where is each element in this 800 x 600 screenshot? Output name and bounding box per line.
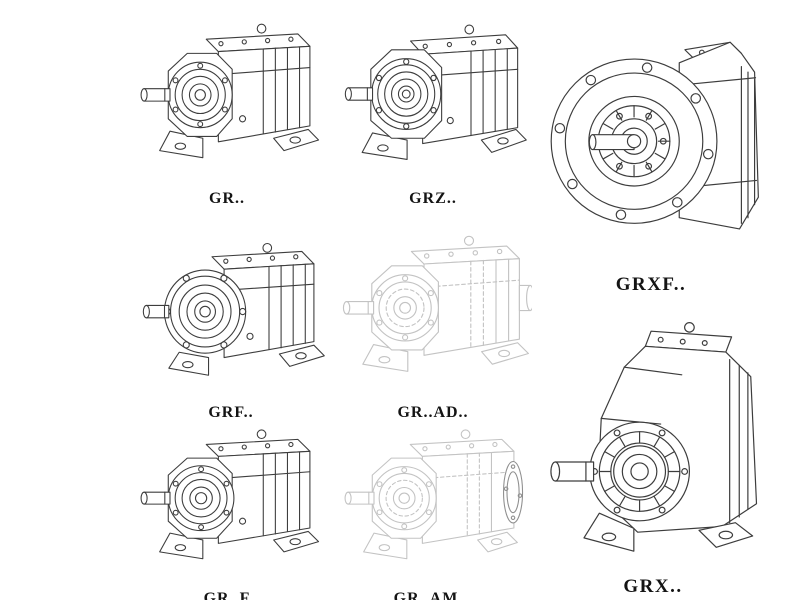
grz-gearbox-drawing <box>344 24 527 161</box>
gram-gearbox-drawing <box>344 429 524 560</box>
figure-gr: GR.. <box>132 18 322 208</box>
grf-gearbox-drawing <box>142 242 325 376</box>
grff-gearbox-drawing <box>140 429 320 560</box>
figure-grxf: GRXF.. <box>538 18 764 296</box>
figure-label-gr: GR.. <box>209 190 245 207</box>
figure-label-grff: GR..F <box>203 590 251 600</box>
figure-label-grz: GRZ.. <box>409 190 457 207</box>
figure-label-grx: GRX.. <box>623 576 683 597</box>
figure-label-grf: GRF.. <box>208 404 254 421</box>
figure-grff: GR..F <box>132 424 322 600</box>
figure-grad: GR..AD.. <box>334 230 532 422</box>
figure-grz: GRZ.. <box>338 18 528 208</box>
gr-gearbox-drawing <box>140 23 320 159</box>
figure-label-gram: GR..AM.. <box>393 590 469 600</box>
figure-label-grxf: GRXF.. <box>615 274 687 295</box>
figure-label-grad: GR..AD.. <box>397 404 469 421</box>
figure-grf: GRF.. <box>136 232 326 422</box>
figure-grx: GRX.. <box>538 316 768 598</box>
grad-gearbox-drawing <box>342 235 532 372</box>
grx-gearbox-drawing <box>550 322 758 552</box>
figure-gram: GR..AM.. <box>336 424 526 600</box>
grxf-gearbox-drawing <box>550 41 759 230</box>
